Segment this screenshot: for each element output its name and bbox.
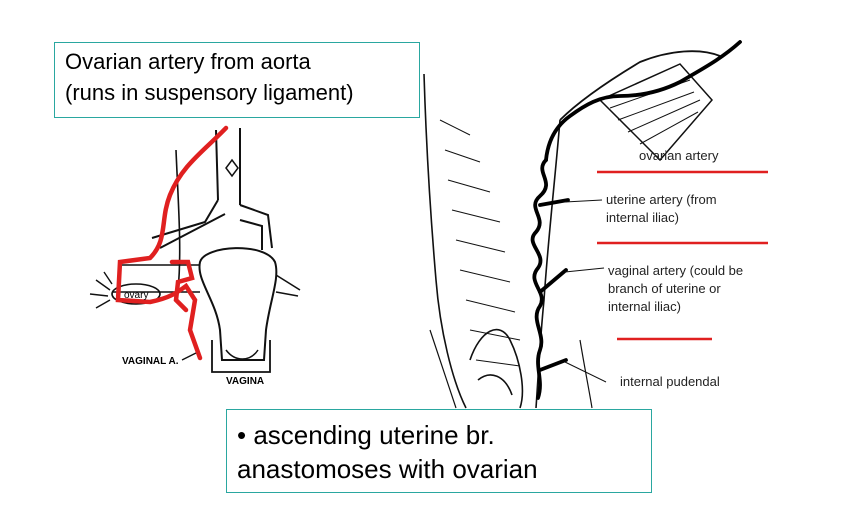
callout-bottom-line1: • ascending uterine br. [237,420,495,450]
label-pointers [564,199,607,383]
iliac-branch-left [151,199,226,249]
label-vaginal-artery-1: vaginal artery (could be [608,263,743,278]
tissue-texture [439,119,521,367]
fimbriae [89,271,113,309]
iliac-branch-right [239,204,273,250]
vaginal-wall [429,329,593,409]
label-vaginal-artery-2: branch of uterine or [608,281,721,296]
broad-ligament [112,264,301,297]
small-vessel [225,158,239,178]
callout-top-line1: Ovarian artery from aorta [65,49,311,74]
callout-ovarian-artery: Ovarian artery from aorta (runs in suspe… [54,42,420,118]
label-uterine-artery-1: uterine artery (from [606,192,717,207]
ureter-line [175,149,181,291]
uterus-body-outline [423,73,467,409]
uterine-branch [538,198,570,207]
right-figure [423,50,721,409]
callout-anastomosis: • ascending uterine br. anastomoses with… [226,409,652,493]
vagina-label: VAGINA [226,376,264,387]
uterine-artery-tortuous [530,158,548,400]
red-underlines [597,170,768,341]
uterus-outline [198,247,278,361]
aorta-outline [215,128,241,205]
ovary-shape [111,283,161,305]
uterine-branch-red [169,259,195,313]
vagina-outline [211,340,271,373]
right-arteries [530,40,742,400]
callout-bottom-line2: anastomoses with ovarian [237,454,538,484]
label-uterine-artery-2: internal iliac) [606,210,679,225]
label-internal-pudendal: internal pudendal [620,374,720,389]
cervix [469,328,524,409]
ovarian-artery-red [115,125,229,361]
callout-top-line2: (runs in suspensory ligament) [65,80,354,105]
ovarian-artery-path [544,40,742,162]
label-ovarian-artery: ovarian artery [639,148,719,163]
vaginal-a-pointer [181,351,199,361]
vaginal-branch [538,268,568,294]
ovary-block [598,63,713,162]
fallopian-tube [559,50,721,121]
ovary-label: ovary [124,290,148,301]
left-schematic [89,128,301,373]
vagina-inner [225,349,259,360]
vaginal-a-label: VAGINAL A. [122,356,179,367]
pudendal-branch [538,358,568,372]
label-vaginal-artery-3: internal iliac) [608,299,681,314]
left-red-arteries [115,125,229,361]
